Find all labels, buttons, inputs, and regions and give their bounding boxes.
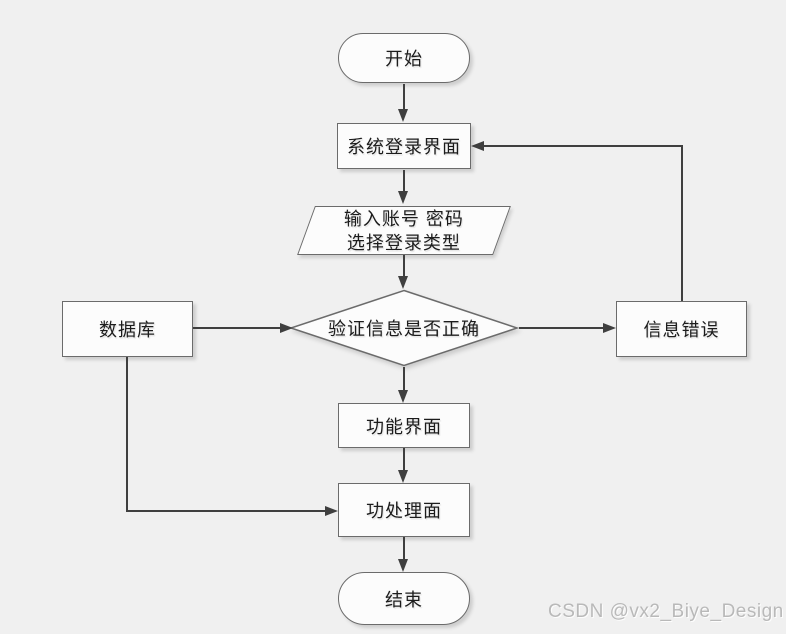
end-node: 结束: [338, 572, 470, 625]
database-node: 数据库: [62, 301, 193, 357]
edge-login-input-arrowhead: [398, 191, 408, 204]
edge-decision-function-arrowhead: [398, 390, 408, 403]
function-screen-label: 功能界面: [366, 416, 442, 437]
login-screen-label: 系统登录界面: [347, 137, 461, 157]
edge-input-decision-line: [403, 255, 405, 278]
end-label: 结束: [385, 589, 423, 610]
edge-decision-error-arrowhead: [603, 322, 616, 333]
edge-process-end-arrowhead: [398, 559, 408, 572]
edge-database-decision-arrowhead: [280, 322, 293, 333]
decision-label: 验证信息是否正确: [328, 319, 480, 339]
input-credentials-line1: 输入账号 密码: [343, 208, 464, 229]
edge-input-decision-arrowhead: [398, 276, 408, 289]
input-credentials-label: 输入账号 密码选择登录类型: [344, 207, 464, 255]
error-node: 信息错误: [616, 301, 747, 357]
process-screen-label: 功处理面: [366, 501, 442, 521]
edge-function-process-line: [403, 448, 405, 471]
edge-error-login-hline: [482, 145, 683, 147]
edge-start-login-arrowhead: [398, 109, 408, 122]
input-credentials-line2: 选择登录类型: [346, 232, 461, 253]
edge-login-input-line: [403, 170, 405, 192]
edge-process-end-line: [403, 537, 405, 560]
function-screen-node: 功能界面: [338, 403, 470, 448]
edge-database-process-vline: [126, 357, 128, 512]
start-label: 开始: [385, 49, 423, 69]
decision-node: 验证信息是否正确: [289, 289, 519, 367]
csdn-watermark: CSDN @vx2_Biye_Design: [548, 601, 784, 622]
process-screen-node: 功处理面: [338, 483, 470, 537]
start-node: 开始: [338, 33, 470, 83]
decision-diamond-shape: [289, 289, 519, 367]
edge-function-process-arrowhead: [398, 470, 408, 483]
edge-decision-function-line: [403, 367, 405, 391]
edge-error-login-vline: [681, 145, 683, 301]
database-label: 数据库: [99, 320, 156, 340]
edge-database-process-hline: [126, 510, 326, 512]
error-label: 信息错误: [643, 320, 720, 340]
edge-database-process-arrowhead: [325, 505, 338, 516]
login-screen-node: 系统登录界面: [337, 123, 471, 169]
input-credentials-node: 输入账号 密码选择登录类型: [297, 206, 511, 255]
edge-decision-error-line: [519, 327, 604, 329]
edge-error-login-arrowhead: [471, 140, 484, 151]
edge-database-decision-line: [193, 327, 281, 329]
edge-start-login-line: [403, 84, 405, 110]
